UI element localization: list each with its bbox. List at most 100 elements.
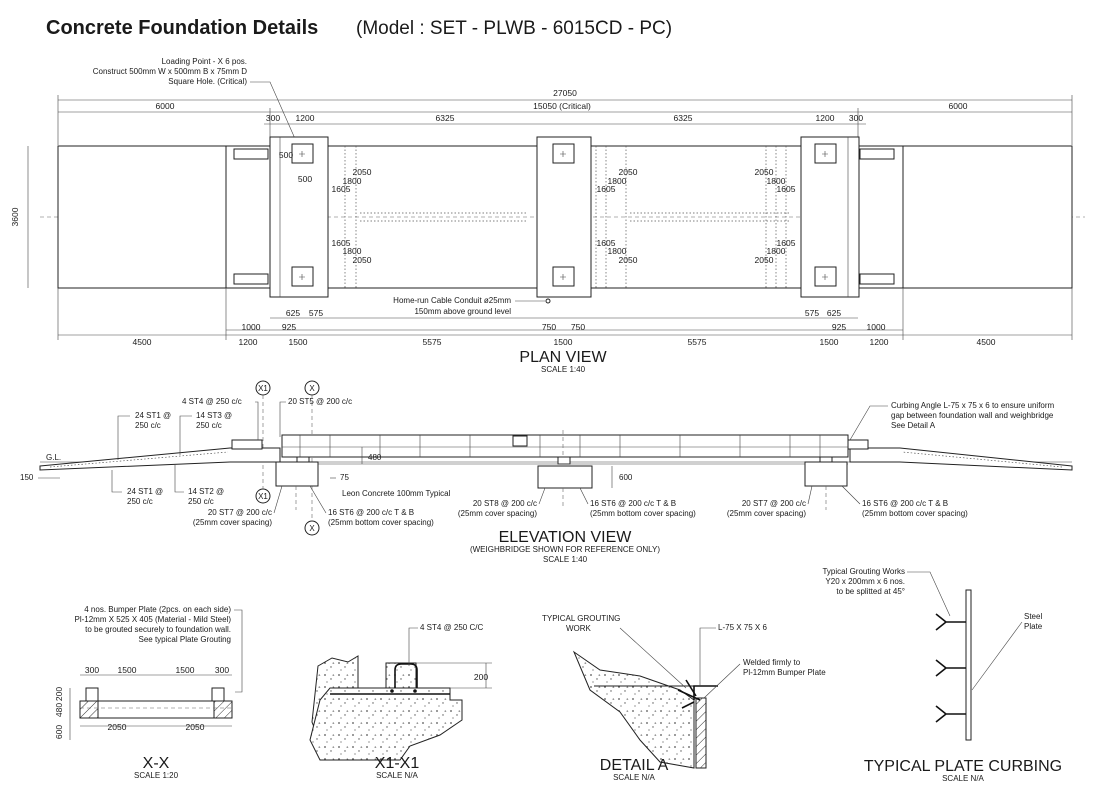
bottom-dim-5575-right: 5575	[688, 337, 707, 347]
detail-a-bumper-plate	[695, 697, 707, 769]
bottom-dim-1500-right: 1500	[820, 337, 839, 347]
x1-rebar-stirrup	[394, 663, 418, 688]
xx-view-title: X-X	[143, 755, 170, 772]
right-dim-1800-top: 1800	[767, 176, 786, 186]
load-cell-center	[557, 456, 571, 465]
leon-concrete-label: Leon Concrete 100mm Typical	[342, 489, 451, 498]
st3-label-1: 14 ST3 @	[196, 411, 232, 420]
under-dim-750-left: 750	[542, 322, 556, 332]
center-dim-1605-bottom: 1605	[597, 238, 616, 248]
grout-bar-1	[935, 613, 966, 631]
ground-offset-150: 150	[20, 473, 34, 482]
curbing-grouting-1: Typical Grouting Works	[822, 567, 905, 576]
curbing-view-title: TYPICAL PLATE CURBING	[864, 758, 1062, 775]
bottom-dim-1200-right: 1200	[870, 337, 889, 347]
bottom-dim-1500-center: 1500	[554, 337, 573, 347]
elevation-view-title: ELEVATION VIEW	[499, 529, 633, 546]
junction-box	[512, 435, 528, 447]
x1-dim-200: 200	[474, 672, 488, 682]
st6-mid-label-1: 16 ST6 @ 200 c/c T & B	[590, 499, 676, 508]
footing-right	[804, 461, 848, 487]
under-dim-925-left: 925	[282, 322, 296, 332]
elevation-view: X1 X X1 X G.L. 150	[20, 380, 1073, 564]
st6-left-label-1: 16 ST6 @ 200 c/c T & B	[328, 508, 414, 517]
st6-mid-label-2: (25mm bottom cover spacing)	[590, 509, 696, 518]
load-hole-6	[814, 266, 837, 287]
load-hole-4	[552, 266, 575, 287]
st8-label-1: 20 ST8 @ 200 c/c	[473, 499, 537, 508]
bumper-note-3: to be grouted securely to foundation wal…	[85, 625, 231, 634]
right-dim-2050-bottom: 2050	[755, 255, 774, 265]
detail-a-view-title: DETAIL A	[600, 757, 669, 774]
left-dim-2050-top: 2050	[353, 167, 372, 177]
st7-left-label-2: (25mm cover spacing)	[193, 518, 272, 527]
detail-a-welded-1: Welded firmly to	[743, 658, 801, 667]
under-dim-625-left: 625	[286, 308, 300, 318]
st3-label-2: 250 c/c	[196, 421, 222, 430]
section-x-x: 4 nos. Bumper Plate (2pcs. on each side)…	[54, 605, 243, 780]
st5-label: 20 ST5 @ 200 c/c	[288, 397, 352, 406]
cable-conduit-marker	[545, 298, 551, 304]
xx-dim-300-right: 300	[215, 665, 229, 675]
conduit-note-2: 150mm above ground level	[414, 307, 511, 316]
loading-point-leader	[250, 81, 301, 151]
xx-dim-480: 480	[54, 703, 64, 717]
loading-point-note-3: Square Hole. (Critical)	[168, 77, 247, 86]
bumper-plate-right-top	[859, 148, 895, 160]
st6-left-label-2: (25mm bottom cover spacing)	[328, 518, 434, 527]
right-dim-1800-bottom: 1800	[767, 246, 786, 256]
loading-point-note-1: Loading Point - X 6 pos.	[162, 57, 247, 66]
center-dim-1800-top: 1800	[608, 176, 627, 186]
left-dim-1605-top: 1605	[332, 184, 351, 194]
under-dim-1000-left: 1000	[242, 322, 261, 332]
xx-dim-200: 200	[54, 687, 64, 701]
footing-left	[275, 461, 319, 487]
top-dim-6325-right: 6325	[674, 113, 693, 123]
xx-wall-left	[79, 700, 99, 719]
detail-a-grouting-2: WORK	[566, 624, 592, 633]
plan-width-3600: 3600	[10, 207, 20, 226]
xx-wall-right	[213, 700, 233, 719]
st6-right-label-2: (25mm bottom cover spacing)	[862, 509, 968, 518]
st2-label-1: 14 ST2 @	[188, 487, 224, 496]
load-hole-1	[291, 143, 314, 164]
bumper-plate-left-top	[233, 148, 269, 160]
load-hole-3	[552, 143, 575, 164]
load-hole-2	[291, 266, 314, 287]
conduit-note-1: Home-run Cable Conduit ø25mm	[393, 296, 511, 305]
bottom-dim-5575-left: 5575	[423, 337, 442, 347]
plan-view-scale: SCALE 1:40	[541, 365, 586, 374]
under-dim-750-right: 750	[571, 322, 585, 332]
curbing-steel-2: Plate	[1024, 622, 1043, 631]
center-dim-1605-top: 1605	[597, 184, 616, 194]
detail-a-welded-2: Pl-12mm Bumper Plate	[743, 668, 826, 677]
right-approach-length: 6000	[949, 101, 968, 111]
bumper-note-4: See typical Plate Grouting	[139, 635, 232, 644]
plan-view-title: PLAN VIEW	[519, 349, 607, 366]
curbing-view-scale: SCALE N/A	[942, 774, 984, 783]
xx-slab	[79, 700, 233, 719]
under-dim-575-left: 575	[309, 308, 323, 318]
bumper-note-2: Pl-12mm X 525 X 405 (Material - Mild Ste…	[75, 615, 232, 624]
xx-dim-300-left: 300	[85, 665, 99, 675]
elevation-view-scale: SCALE 1:40	[543, 555, 588, 564]
right-dim-1605-top: 1605	[777, 184, 796, 194]
st6-right-label-1: 16 ST6 @ 200 c/c T & B	[862, 499, 948, 508]
under-dim-925-right: 925	[832, 322, 846, 332]
detail-a-angle-label: L-75 X 75 X 6	[718, 623, 767, 632]
left-bumper	[231, 439, 263, 450]
load-hole-5	[814, 143, 837, 164]
bumper-note-1: 4 nos. Bumper Plate (2pcs. on each side)	[84, 605, 231, 614]
bumper-plate-right-bottom	[859, 273, 895, 285]
left-end-wall	[225, 145, 271, 289]
bumper-plate-left-bottom	[233, 273, 269, 285]
st8-label-2: (25mm cover spacing)	[458, 509, 537, 518]
section-tag-x-bottom-label: X	[309, 524, 315, 533]
top-dim-6325-left: 6325	[436, 113, 455, 123]
under-dim-625-right: 625	[827, 308, 841, 318]
curbing-angle-note-1: Curbing Angle L-75 x 75 x 6 to ensure un…	[891, 401, 1055, 410]
center-dim-2050-top: 2050	[619, 167, 638, 177]
ground-level-label: G.L.	[46, 453, 61, 462]
drawing-title: Concrete Foundation Details	[46, 17, 318, 39]
